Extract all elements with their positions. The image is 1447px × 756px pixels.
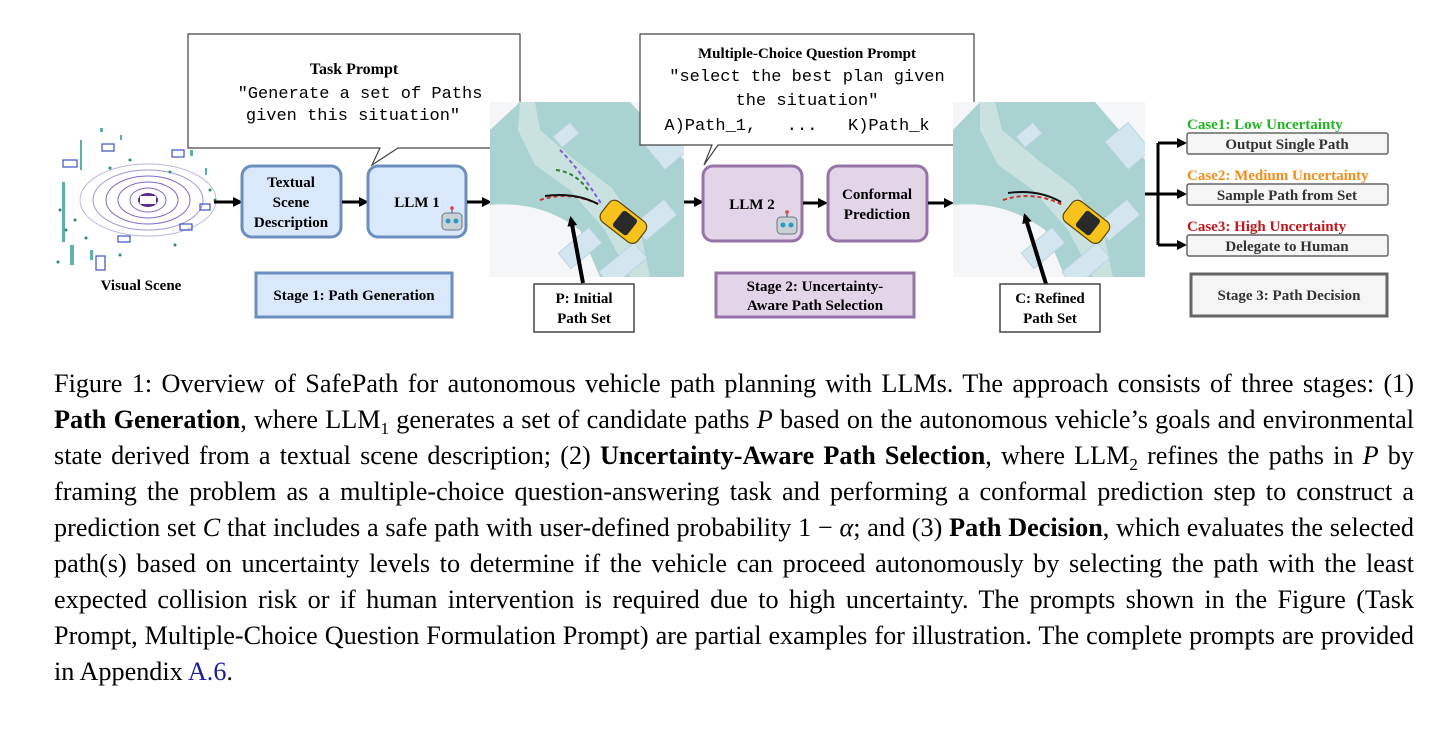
robot-icon	[776, 210, 798, 235]
llm2-box: LLM 2	[701, 164, 804, 243]
svg-text:Textual: Textual	[267, 175, 315, 191]
stage2-label-box	[714, 271, 916, 319]
svg-text:Scene: Scene	[273, 195, 310, 211]
case-title: Case3: High Uncertainty	[1187, 219, 1347, 235]
svg-text:Description: Description	[254, 215, 329, 231]
initial-path-set-label: Path Set	[557, 311, 611, 327]
task-prompt-title: Task Prompt	[310, 61, 399, 78]
stage1-label-box	[254, 271, 454, 319]
case-action: Output Single Path	[1225, 137, 1349, 153]
case-action: Sample Path from Set	[1217, 188, 1357, 204]
caption-bold-uncertainty-aware: Uncertainty-Aware Path Selection	[599, 441, 986, 470]
stage3-label: Stage 3: Path Decision	[1218, 288, 1362, 304]
llm1-box: LLM 1	[366, 164, 468, 239]
caption-bold-path-decision: Path Decision	[949, 513, 1103, 542]
textual-scene-description-box: Textual Scene Description	[240, 164, 343, 239]
refined-path-set-label-box	[999, 283, 1101, 333]
appendix-link[interactable]: A.6	[187, 657, 227, 686]
figure-caption: Figure 1: Overview of SafePath for auton…	[54, 369, 1415, 686]
case-2: Case2: Medium Uncertainty Sample Path fr…	[1186, 168, 1389, 206]
refined-path-set-label: C: Refined	[1015, 291, 1085, 307]
svg-text:Prediction: Prediction	[844, 207, 911, 223]
pipeline-diagram: Visual Scene Task Prompt "Generate a set…	[56, 33, 1389, 333]
svg-text:LLM 1: LLM 1	[394, 195, 439, 211]
refined-paths-road-image	[953, 102, 1145, 277]
initial-path-set-label: P: Initial	[555, 291, 612, 307]
robot-icon	[441, 206, 463, 231]
stage3-label-box	[1189, 272, 1389, 318]
task-prompt-callout: Task Prompt "Generate a set of Paths giv…	[187, 33, 521, 167]
mcq-prompt-line: A)Path_1, ... K)Path_k	[664, 117, 929, 136]
mcq-prompt-title: Multiple-Choice Question Prompt	[698, 46, 916, 62]
conformal-prediction-box: Conformal Prediction	[826, 164, 929, 243]
case-title: Case1: Low Uncertainty	[1187, 117, 1343, 133]
stage2-label: Aware Path Selection	[747, 298, 884, 314]
case-3: Case3: High Uncertainty Delegate to Huma…	[1186, 219, 1389, 257]
stage2-label: Stage 2: Uncertainty-	[747, 279, 884, 295]
case-action: Delegate to Human	[1225, 239, 1349, 255]
refined-path-set-label: Path Set	[1023, 311, 1077, 327]
mcq-prompt-line: the situation"	[736, 92, 879, 111]
mcq-prompt-callout: Multiple-Choice Question Prompt "select …	[639, 33, 975, 166]
caption-bold-path-generation: Path Generation	[54, 405, 241, 434]
task-prompt-line: "Generate a set of Paths	[238, 85, 483, 104]
case-title: Case2: Medium Uncertainty	[1187, 168, 1369, 184]
initial-path-set-label-box	[533, 283, 635, 333]
svg-text:LLM 2: LLM 2	[729, 197, 774, 213]
task-prompt-line: given this situation"	[246, 107, 460, 126]
visual-scene-label: Visual Scene	[101, 278, 182, 294]
mcq-prompt-line: "select the best plan given	[669, 68, 944, 87]
initial-paths-road-image	[490, 102, 684, 277]
case-1: Case1: Low Uncertainty Output Single Pat…	[1186, 117, 1389, 155]
svg-text:Conformal: Conformal	[842, 187, 912, 203]
lidar-scene-image	[56, 128, 217, 271]
stage1-label: Stage 1: Path Generation	[273, 288, 435, 304]
